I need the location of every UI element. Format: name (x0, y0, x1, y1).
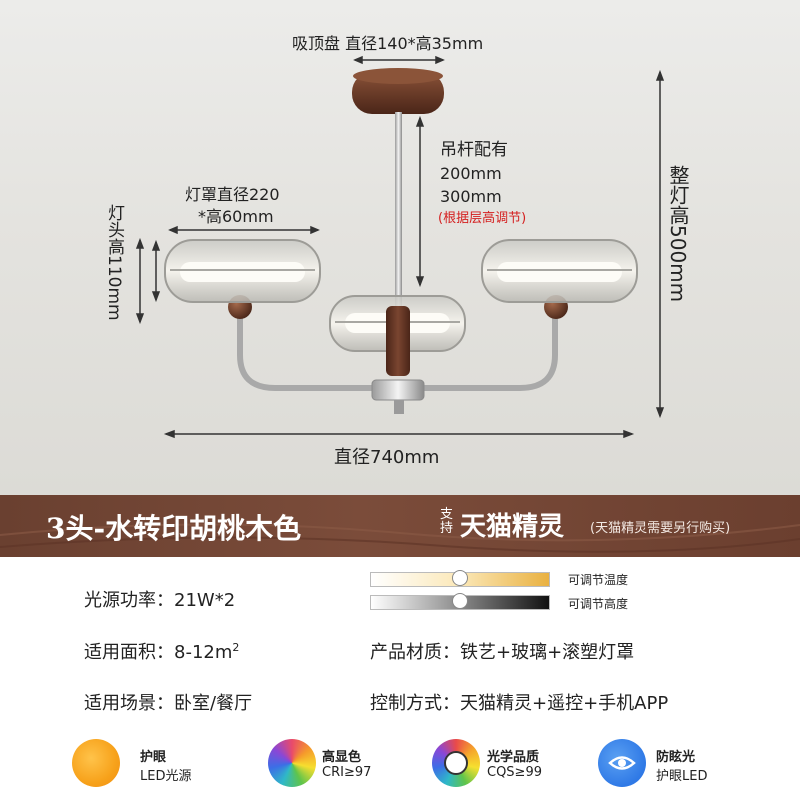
feature-1-title: 护眼 (140, 750, 167, 765)
color-temperature-label: 可调节温度 (568, 573, 629, 587)
color-petal-icon (268, 739, 316, 787)
shade-dimension-line2: *高60mm (198, 207, 274, 226)
right-arm (412, 310, 558, 391)
feature-3-subtitle: CQS≥99 (487, 765, 542, 780)
canopy (352, 68, 444, 114)
area-spec-text: 适用面积：8-12m (84, 642, 233, 663)
rod-200: 200mm (440, 164, 502, 183)
eye-glyph (608, 756, 636, 770)
hub (371, 379, 425, 401)
rod-300: 300mm (440, 187, 502, 206)
rod-title: 吊杆配有 (440, 140, 508, 160)
left-arm (237, 310, 385, 391)
head-height-dimension: 灯头高110mm (104, 204, 124, 321)
feature-1-subtitle: LED光源 (140, 769, 192, 784)
color-temperature-knob (452, 570, 468, 586)
product-banner: 3头-水转印胡桃木色 支持 天猫精灵 (天猫精灵需要另行购买) (0, 495, 800, 557)
feature-2-subtitle: CRI≥97 (322, 765, 372, 780)
total-height-dimension: 整灯高500mm (666, 165, 690, 303)
hanging-rod (395, 112, 402, 312)
rod-note: (根据层高调节) (438, 211, 527, 226)
left-shade (164, 239, 321, 303)
brightness-label: 可调节高度 (568, 597, 629, 611)
area-spec: 适用面积：8-12m2 (84, 638, 239, 664)
color-wheel-icon (432, 739, 480, 787)
color-temperature-slider (370, 570, 550, 587)
dimension-lines (135, 55, 665, 439)
area-spec-sup: 2 (232, 641, 240, 654)
canopy-dimension: 吸顶盘 直径140*高35mm (292, 34, 484, 53)
right-shade (481, 239, 638, 303)
brightness-knob (452, 593, 468, 609)
eye-icon (598, 739, 646, 787)
scene-spec: 适用场景：卧室/餐厅 (84, 693, 253, 714)
center-shade (329, 295, 466, 376)
product-hero: 吸顶盘 直径140*高35mm 吊杆配有 200mm 300mm (根据层高调节… (0, 0, 800, 495)
tmall-genie-brand: 天猫精灵 (460, 512, 565, 542)
power-spec: 光源功率：21W*2 (84, 590, 236, 611)
brightness-slider (370, 593, 550, 610)
control-spec: 控制方式：天猫精灵+遥控+手机APP (370, 693, 669, 714)
support-label: 支持 (440, 507, 454, 536)
feature-2-title: 高显色 (322, 750, 362, 765)
feature-4-subtitle: 护眼LED (656, 769, 708, 784)
banner-texture (0, 523, 800, 553)
material-spec: 产品材质：铁艺+玻璃+滚塑灯罩 (370, 642, 635, 663)
tmall-genie-note: (天猫精灵需要另行购买) (590, 521, 731, 536)
shade-dimension-line1: 灯罩直径220 (185, 185, 280, 204)
feature-4-title: 防眩光 (656, 750, 696, 765)
overall-diameter: 直径740mm (334, 447, 440, 468)
feature-3-title: 光学品质 (487, 750, 540, 765)
variant-title: 3头-水转印胡桃木色 (46, 512, 302, 545)
chandelier-illustration (135, 55, 665, 439)
sun-icon (72, 739, 120, 787)
